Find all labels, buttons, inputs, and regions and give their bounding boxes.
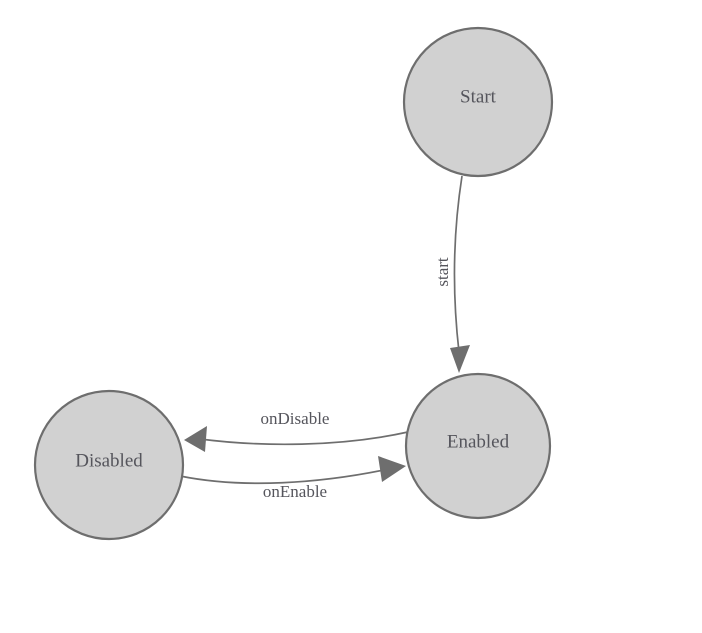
node-start[interactable]: Start [402,26,554,178]
node-disabled-label: Disabled [75,450,143,471]
edge-start-to-enabled-path [453,175,463,353]
edge-enabled-to-disabled[interactable]: onDisable [184,409,409,452]
edge-disabled-to-enabled-path [179,469,385,485]
node-start-label: Start [460,86,497,107]
edge-disabled-to-enabled-label: onEnable [263,482,327,501]
edge-start-to-enabled[interactable]: start [433,175,470,373]
node-start-circle [402,26,554,178]
edge-disabled-to-enabled-arrowhead [378,456,406,482]
edge-start-to-enabled-arrowhead [450,345,470,373]
edge-enabled-to-disabled-label: onDisable [261,409,330,428]
node-enabled-circle [404,372,552,520]
edge-start-to-enabled-label: start [433,257,452,287]
edge-enabled-to-disabled-arrowhead [184,426,207,452]
node-enabled[interactable]: Enabled [404,372,552,520]
node-disabled-circle [33,389,185,541]
node-disabled[interactable]: Disabled [33,389,185,541]
edge-disabled-to-enabled[interactable]: onEnable [179,456,406,501]
edge-enabled-to-disabled-path [199,431,409,446]
node-enabled-label: Enabled [447,431,510,452]
